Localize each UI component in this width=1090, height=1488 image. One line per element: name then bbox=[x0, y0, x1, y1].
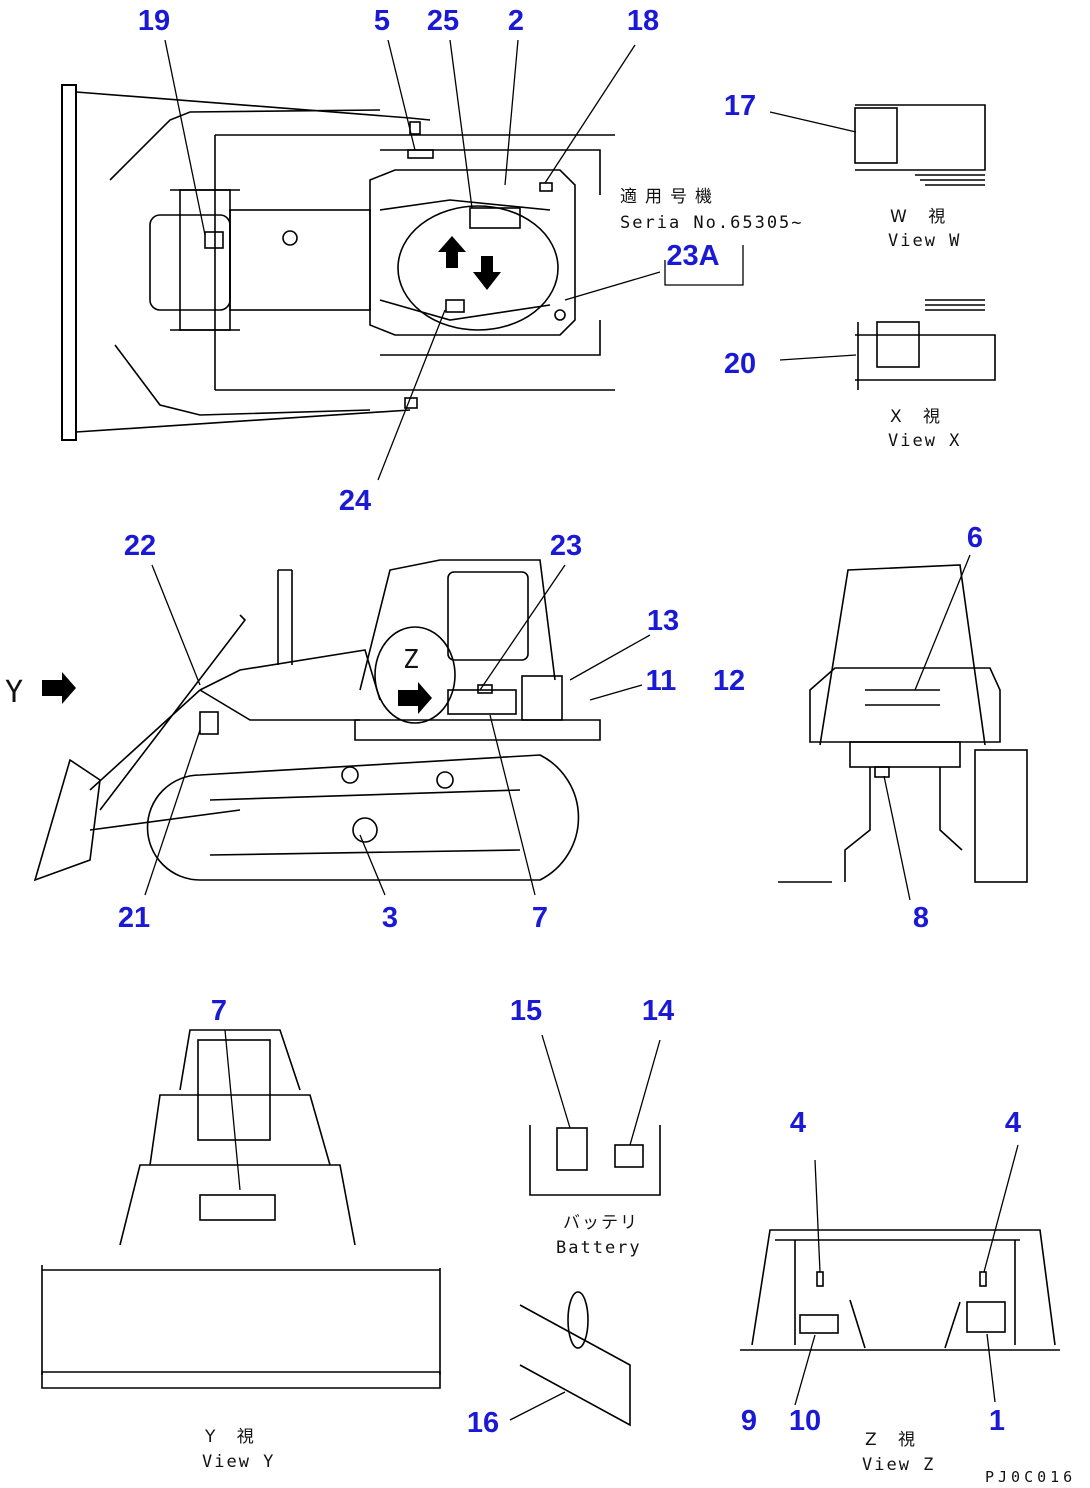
callout-21: 21 bbox=[118, 902, 150, 934]
view-z-letter: Z bbox=[403, 645, 421, 675]
decal-17-marker bbox=[854, 107, 898, 164]
view-y-jp: Y 視 bbox=[204, 1427, 262, 1447]
callout-9: 9 bbox=[741, 1405, 757, 1437]
callout-15: 15 bbox=[510, 995, 542, 1027]
callout-3: 3 bbox=[382, 902, 398, 934]
callout-24: 24 bbox=[339, 485, 371, 517]
decal-1-marker bbox=[966, 1301, 1006, 1333]
decal-15-marker bbox=[556, 1127, 588, 1171]
decal-19-marker bbox=[204, 231, 224, 249]
callout-14: 14 bbox=[642, 995, 674, 1027]
callout-18: 18 bbox=[627, 5, 659, 37]
battery-drawing bbox=[529, 1034, 661, 1196]
callout-8: 8 bbox=[913, 902, 929, 934]
callout-7-front: 7 bbox=[211, 995, 227, 1027]
decal-10-marker bbox=[799, 1314, 839, 1334]
view-x-jp: X 視 bbox=[890, 407, 948, 427]
decal-20-marker bbox=[876, 321, 920, 368]
decal-16-drawing bbox=[509, 1291, 631, 1427]
callout-17: 17 bbox=[724, 90, 756, 122]
callout-13: 13 bbox=[647, 605, 679, 637]
battery-en: Battery bbox=[556, 1238, 642, 1258]
serial-note-jp: 適用号機 bbox=[620, 187, 720, 207]
callout-16: 16 bbox=[467, 1407, 499, 1439]
drawing-code: PJ0C016 bbox=[985, 1468, 1076, 1486]
view-w-drawing bbox=[769, 104, 986, 186]
view-y-arrow-icon bbox=[42, 672, 76, 704]
callout-4-left: 4 bbox=[790, 1107, 806, 1139]
callout-23a: 23A bbox=[666, 240, 719, 272]
decal-8-marker bbox=[874, 766, 890, 778]
rear-view-drawing bbox=[778, 554, 1028, 901]
callout-1: 1 bbox=[989, 1405, 1005, 1437]
view-w-en: View W bbox=[888, 231, 961, 251]
callout-10: 10 bbox=[789, 1405, 821, 1437]
callout-12: 12 bbox=[713, 665, 745, 697]
callout-22: 22 bbox=[124, 530, 156, 562]
view-x-drawing bbox=[779, 299, 996, 390]
top-view-drawing bbox=[61, 39, 744, 481]
decal-14-marker bbox=[614, 1144, 644, 1168]
view-z-arrow-icon bbox=[398, 682, 432, 714]
battery-jp: バッテリ bbox=[563, 1213, 639, 1233]
view-w-jp: W 視 bbox=[890, 207, 953, 227]
view-z-drawing bbox=[740, 1144, 1060, 1406]
callout-4-right: 4 bbox=[1005, 1107, 1021, 1139]
callout-7-side: 7 bbox=[532, 902, 548, 934]
callout-11: 11 bbox=[646, 665, 677, 697]
serial-note-en: Seria No.65305~ bbox=[620, 213, 804, 233]
view-y-en: View Y bbox=[202, 1452, 275, 1472]
callout-19: 19 bbox=[138, 5, 170, 37]
callout-5: 5 bbox=[374, 5, 390, 37]
view-y-letter: Y bbox=[5, 675, 25, 710]
blade-outline bbox=[61, 84, 77, 441]
view-y-drawing bbox=[41, 1029, 441, 1389]
callout-2: 2 bbox=[508, 5, 524, 37]
callout-25: 25 bbox=[427, 5, 459, 37]
view-z-jp: Z 視 bbox=[865, 1430, 923, 1450]
callout-23: 23 bbox=[550, 530, 582, 562]
view-z-en: View Z bbox=[862, 1455, 935, 1475]
callout-20: 20 bbox=[724, 348, 756, 380]
view-x-en: View X bbox=[888, 431, 961, 451]
side-view-drawing bbox=[33, 559, 651, 896]
callout-6: 6 bbox=[967, 522, 983, 554]
